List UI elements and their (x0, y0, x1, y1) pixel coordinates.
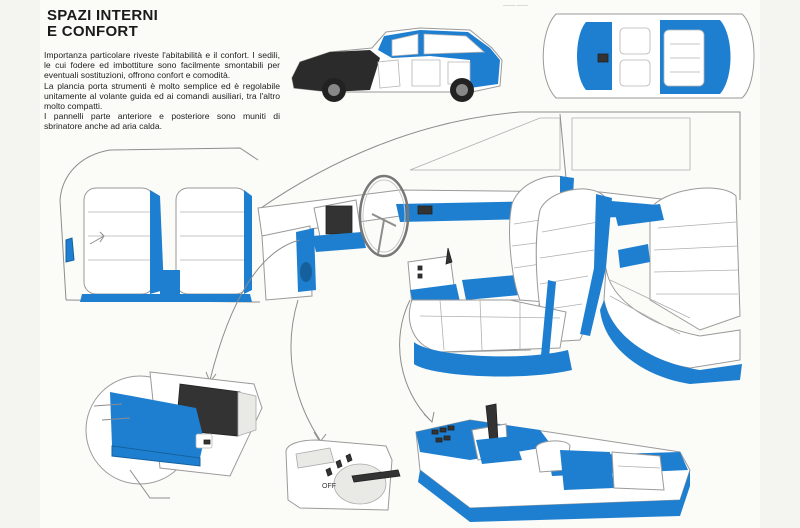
main-interior-view (257, 111, 742, 384)
description-text: Importanza particolare riveste l'abitabi… (44, 50, 280, 132)
section-title: SPAZI INTERNI E CONFORT (47, 8, 158, 40)
rear-seats-view (59, 147, 261, 303)
title-line-2: E CONFORT (47, 23, 139, 40)
detail-instrument-pod (85, 371, 263, 499)
top-caption: ——— ——— (503, 2, 529, 7)
paragraph-dashboard: La plancia porta strumenti è molto sempl… (44, 80, 280, 112)
detail-heater-control: OFF (285, 439, 401, 511)
car-side-view (291, 27, 503, 102)
leader-arrows (205, 239, 435, 443)
car-top-view (542, 13, 755, 99)
detail-center-console (415, 403, 691, 522)
paragraph-seats: Importanza particolare riveste l'abitabi… (44, 50, 280, 81)
paragraph-defroster: I pannelli parte anteriore e posteriore … (44, 111, 280, 132)
switch-off-label: OFF (322, 483, 336, 490)
title-line-1: SPAZI INTERNI (47, 7, 159, 24)
